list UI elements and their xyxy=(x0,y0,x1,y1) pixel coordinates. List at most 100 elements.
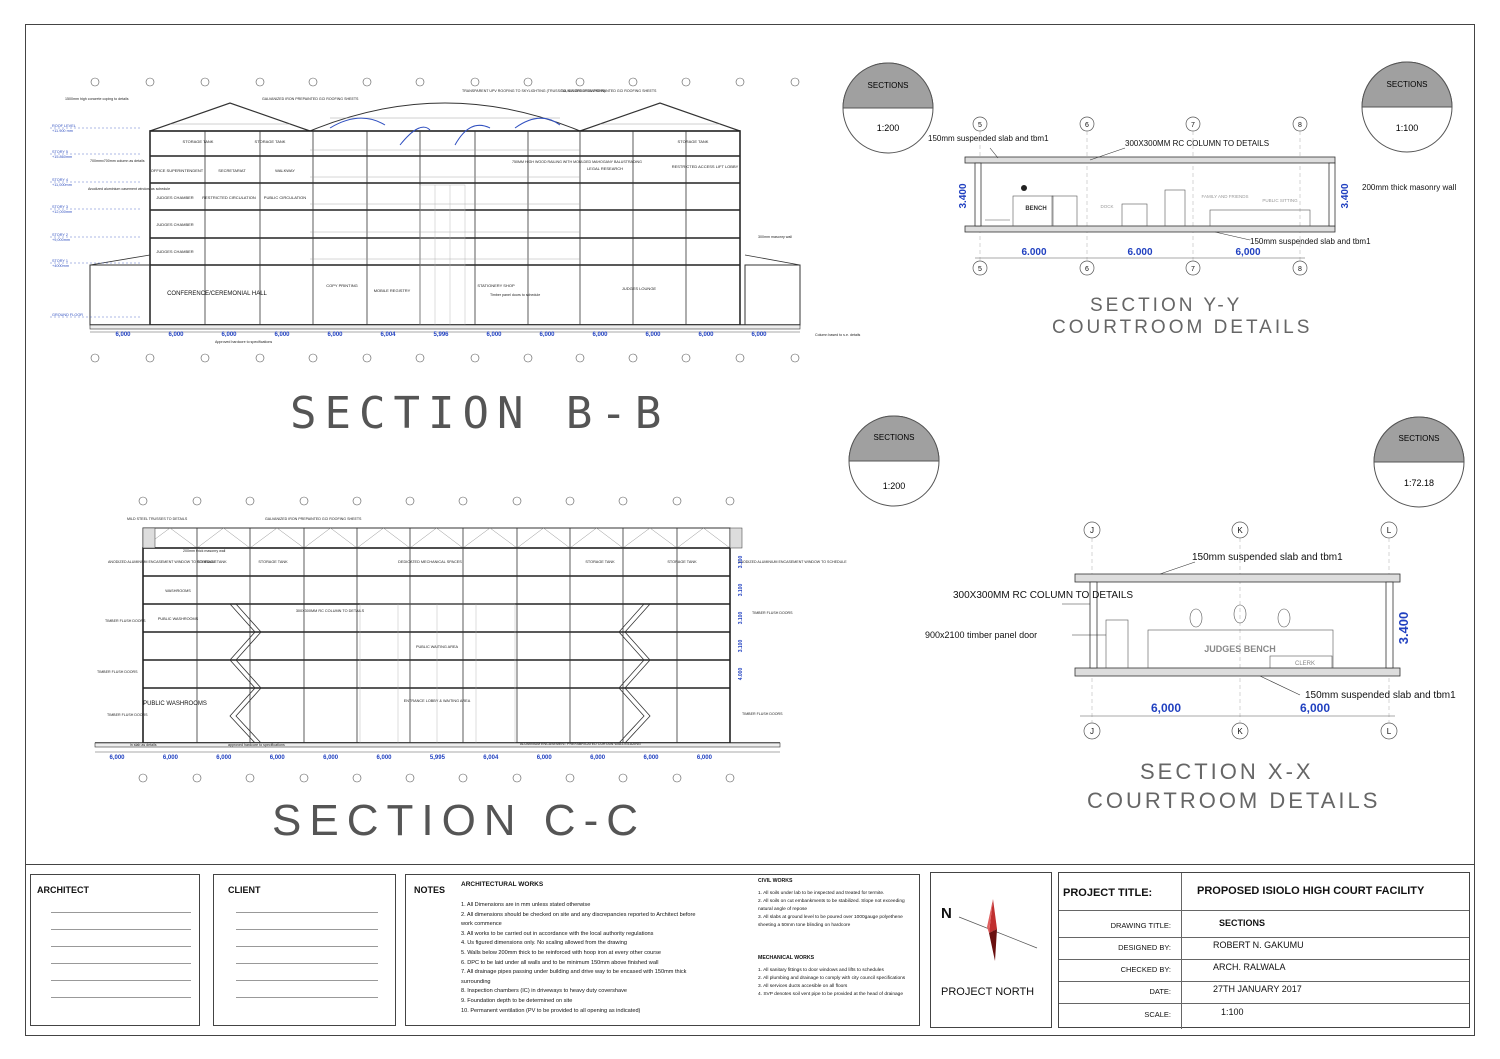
cc-grid-circle-bottom xyxy=(352,773,362,783)
cc-truss-member xyxy=(703,527,731,549)
bb-grid-circle-top xyxy=(523,77,533,87)
cc-storage-4: STORAGE TANK xyxy=(667,560,697,564)
bb-note-column: 700mmx700mm column as details xyxy=(90,159,145,163)
bb-dimension-value: 6,000 xyxy=(168,332,184,338)
bb-dimension-value: 6,000 xyxy=(592,332,608,338)
cc-truss-member xyxy=(649,527,678,549)
bb-note-masonry: 300mm masonry wall xyxy=(758,235,792,239)
north-box: N PROJECT NORTH xyxy=(930,872,1052,1028)
yy-slab-bottom-label: 150mm suspended slab and tbm1 xyxy=(1250,237,1371,246)
cc-title: SECTION C-C xyxy=(272,796,646,845)
bb-roof-left xyxy=(149,102,311,132)
cc-washrooms: WASHROOMS xyxy=(165,589,191,593)
cc-truss-member xyxy=(276,527,305,549)
civil-note-item: sheeting a 50mm tone blinding on hardcor… xyxy=(758,923,851,928)
bb-grid-circle-bottom xyxy=(308,353,318,363)
cc-staircase-left xyxy=(229,603,262,744)
north-arrow-icon xyxy=(958,899,1038,961)
cc-grid-circle-top xyxy=(352,496,362,506)
info-row-value: 27TH JANUARY 2017 xyxy=(1213,984,1302,994)
cc-dimension-value: 6,004 xyxy=(483,755,499,761)
cc-note-timber-3: TIMBER FLUSH DOORS xyxy=(97,670,138,674)
xx-title: SECTION X-X xyxy=(1140,759,1314,784)
bb-grid-circle-bottom xyxy=(145,353,155,363)
bb-lift-lobby: RESTRICTED ACCESS LIFT LOBBY xyxy=(672,164,739,169)
bb-badge-scale: 1:200 xyxy=(877,123,900,133)
mechanical-note-item: 3. All services ducts accesible on all f… xyxy=(758,984,848,989)
bb-grid-circle-top xyxy=(470,77,480,87)
yy-masonry-label: 200mm thick masonry wall xyxy=(1362,183,1456,192)
cc-grid-circle-bottom xyxy=(245,773,255,783)
cc-grid-circle-top xyxy=(725,496,735,506)
cc-public-washrooms-big: PUBLIC WASHROOMS xyxy=(143,701,207,707)
cc-public-waiting: PUBLIC WAITING AREA xyxy=(416,645,459,649)
cc-grid-circle-top xyxy=(138,496,148,506)
bb-grid-circle-bottom xyxy=(90,353,100,363)
cc-columns xyxy=(196,528,678,743)
cc-grid-circle-bottom xyxy=(138,773,148,783)
info-row-label: DRAWING TITLE: xyxy=(1110,921,1171,930)
bb-grid-circle-top xyxy=(90,77,100,87)
cc-entrance-lobby: ENTRANCE LOBBY & WAITING AREA xyxy=(404,699,471,703)
section-cc: DEDICATED MECHANICAL SPACES STORAGE TANK… xyxy=(94,496,847,783)
cc-dimension-value: 5,995 xyxy=(430,755,446,761)
cc-grid-circle-top xyxy=(299,496,309,506)
cc-storage-3: STORAGE TANK xyxy=(585,560,615,564)
bb-right-annex xyxy=(744,264,801,326)
cc-grid-markers-top xyxy=(138,496,735,506)
bb-room-labels: STORAGE TANK STORAGE TANK STORAGE TANK O… xyxy=(151,139,739,293)
bb-note-railing: 750MM HIGH WOOD RAILING WITH MOULDED MAH… xyxy=(512,160,642,164)
bb-level-value: +15.860mm xyxy=(52,155,72,159)
cc-grid-circle-bottom xyxy=(565,773,575,783)
bb-restricted-circulation: RESTRICTED CIRCULATION xyxy=(202,195,256,200)
bb-judges-lounge: JUDGES LOUNGE xyxy=(622,286,657,291)
bb-level-name: STORY 1 xyxy=(52,259,68,263)
architect-label: ARCHITECT xyxy=(37,885,89,895)
bb-grid-circle-bottom xyxy=(255,353,265,363)
cc-dimension-value: 6,000 xyxy=(643,755,659,761)
project-title: PROPOSED ISIOLO HIGH COURT FACILITY xyxy=(1197,885,1425,897)
bb-grid-circle-bottom xyxy=(681,353,691,363)
yy-dim-1: 6.000 xyxy=(1021,247,1046,258)
cc-truss-member xyxy=(543,527,571,549)
bb-dimension-value: 6,000 xyxy=(486,332,502,338)
cc-note-masonry: 200mm thick masonry wall xyxy=(183,549,226,553)
cc-truss-member xyxy=(462,527,491,549)
bb-glazing xyxy=(419,184,466,326)
cc-grid-circle-top xyxy=(512,496,522,506)
cc-truss-member xyxy=(196,527,224,549)
cc-truss-member xyxy=(569,527,597,549)
xx-dim-2: 6,000 xyxy=(1300,701,1330,715)
xx-height: 3.400 xyxy=(1396,612,1411,645)
architectural-works-heading: ARCHITECTURAL WORKS xyxy=(461,881,544,888)
cc-staircase-right xyxy=(618,603,651,744)
cc-truss-member xyxy=(169,527,198,549)
cc-dimension-value: 6,000 xyxy=(590,755,606,761)
cc-floor-height: 3.100 xyxy=(738,584,744,597)
bb-mobile-registry: MOBILE REGISTRY xyxy=(374,288,411,293)
cc-dimension-value: 6,000 xyxy=(216,755,232,761)
bb-dimension-value: 6,000 xyxy=(698,332,714,338)
bb-level-value: +11,000mm xyxy=(52,183,72,187)
yy-grid-8-bot: 8 xyxy=(1298,266,1302,273)
bb-dimension-value: 6,000 xyxy=(274,332,290,338)
bb-annotations: GALVANIZED IRON PREPAINTED GCI ROOFING S… xyxy=(65,89,861,344)
cc-note-slab: in slab as details xyxy=(130,743,157,747)
bb-roof-skylight xyxy=(309,102,581,132)
bb-dimension-value: 6,000 xyxy=(115,332,131,338)
xx-grid-l-bot: L xyxy=(1387,727,1392,736)
yy-grid-6-bot: 6 xyxy=(1085,266,1089,273)
cc-grid-circle-bottom xyxy=(299,773,309,783)
cc-truss-member xyxy=(622,527,651,549)
yy-subtitle: COURTROOM DETAILS xyxy=(1052,317,1312,338)
bb-judges-chamber-2: JUDGES CHAMBER xyxy=(156,222,193,227)
yy-family: FAMILY AND FRIENDS xyxy=(1201,194,1248,199)
civil-works-heading: CIVIL WORKS xyxy=(758,878,793,884)
cc-dimension-value: 6,000 xyxy=(537,755,553,761)
architectural-note-item: 3. All works to be carried out in accord… xyxy=(461,930,654,937)
bb-level-value: +12,000mm xyxy=(52,210,72,214)
info-row-divider xyxy=(1059,959,1469,960)
